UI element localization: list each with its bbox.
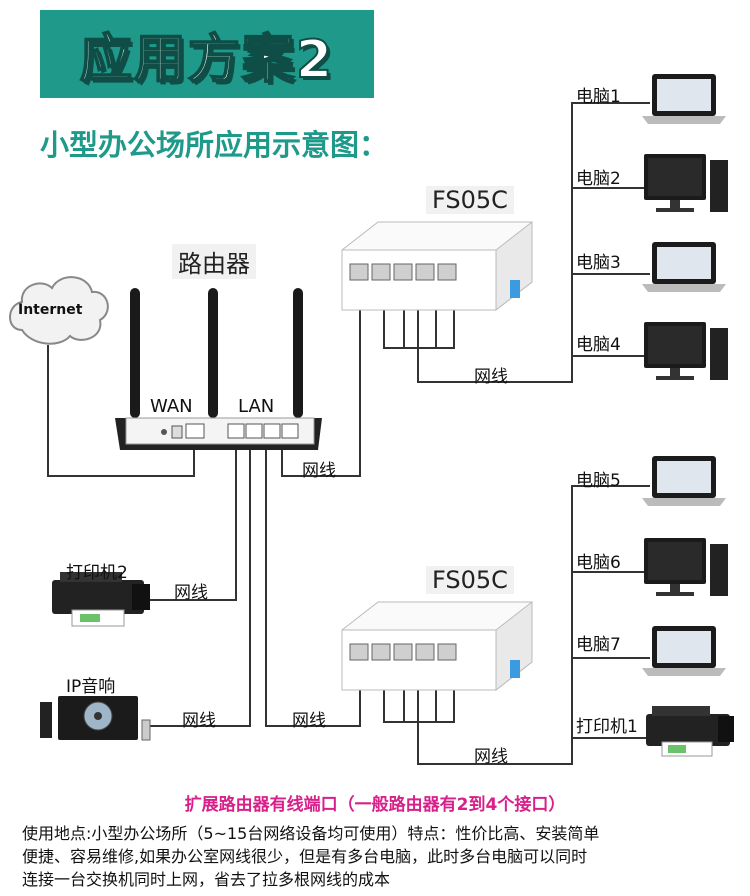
computer-label: 电脑3 [576,253,621,273]
printer1-label: 打印机1 [576,717,638,737]
speaker-system-icon [40,696,151,741]
footer-description: 使用地点:小型办公场所（5~15台网络设备均可使用）特点：性价比高、安装简单 便… [22,822,734,891]
computer-label: 电脑4 [576,335,621,355]
footer-line: 使用地点:小型办公场所（5~15台网络设备均可使用）特点：性价比高、安装简单 [22,824,600,843]
switch-bottom-icon [341,600,533,692]
desktop-computer-icon [644,322,728,380]
internet-label: Internet [18,302,83,318]
cable-label: 网线 [474,367,508,387]
lan-label: LAN [238,396,275,417]
cable-switch-top-computers [417,102,650,383]
computer-label: 电脑7 [576,635,621,655]
cable-label: 网线 [174,583,208,603]
printer-icon [646,706,734,757]
laptop-icon [642,242,726,292]
computer-label: 电脑6 [576,553,621,573]
switch-top-label: FS05C [426,186,514,214]
desktop-computer-icon [644,154,728,212]
cable-lan-switch-top [281,290,361,477]
cable-label: 网线 [182,711,216,731]
banner-title: 应用方案2 [79,29,335,91]
internet-cloud-icon [9,276,109,345]
laptop-icon [642,456,726,506]
banner: 应用方案2 [40,10,374,98]
desktop-computer-icon [644,538,728,596]
footer-line: 便捷、容易维修,如果办公室网线很少，但是有多台电脑，此时多台电脑可以同时 [22,847,588,866]
cable-lines [47,102,650,765]
router-icon [115,288,322,450]
cable-lan-printer2 [150,440,237,601]
computer-label: 电脑2 [576,169,621,189]
cable-label: 网线 [474,747,508,767]
cable-internet-wan [47,345,195,477]
switch-top-icon [341,220,533,312]
footer-line: 连接一台交换机同时上网，省去了拉多根网线的成本 [22,870,391,889]
wan-label: WAN [150,396,193,417]
cable-lan-switch-bottom [265,440,361,727]
router-label: 路由器 [172,244,256,279]
computer-label: 电脑5 [576,471,621,491]
cable-switch-bottom-devices [417,485,650,765]
cable-label: 网线 [302,461,336,481]
laptop-icon [642,626,726,676]
printer2-label: 打印机2 [66,563,128,583]
printer-icon [52,572,150,627]
footer-highlight: 扩展路由器有线端口（一般路由器有2到4个接口） [184,795,566,815]
diagram-subtitle: 小型办公场所应用示意图： [40,128,389,162]
cable-label: 网线 [292,711,326,731]
switch-bottom-label: FS05C [426,566,514,594]
ip-speaker-label: IP音响 [66,677,116,697]
computer-label: 电脑1 [576,87,621,107]
cable-lan-speaker [150,440,251,727]
laptop-icon [642,74,726,124]
